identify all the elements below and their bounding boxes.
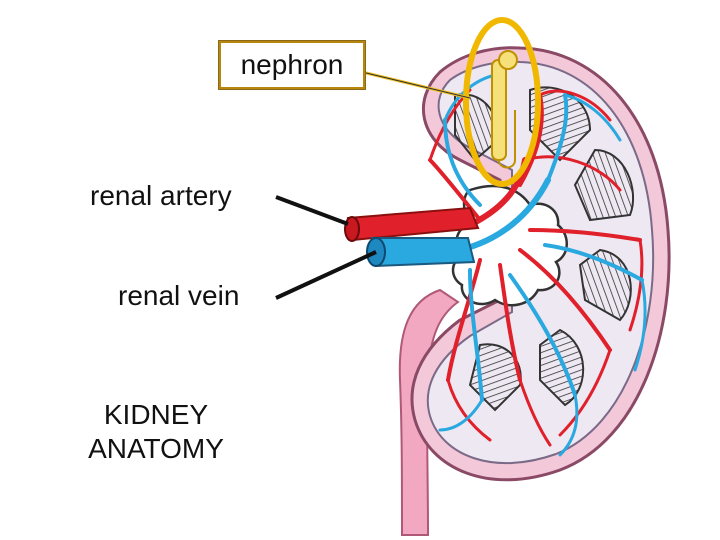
nephron-label: nephron <box>218 40 366 90</box>
diagram-title-line2: ANATOMY <box>88 433 224 464</box>
renal-artery-leader-line <box>275 195 349 226</box>
veins <box>438 73 647 457</box>
diagram-title: KIDNEY ANATOMY <box>76 398 236 466</box>
renal-vein-vessel <box>370 237 476 268</box>
renal-artery-opening <box>344 216 360 242</box>
diagram-title-line1: KIDNEY <box>103 399 209 430</box>
renal-vein-leader-line <box>275 250 377 300</box>
nephron-leader-line-inner <box>361 71 471 99</box>
nephron-highlight-ring <box>463 17 541 187</box>
nephron-structure <box>491 50 518 169</box>
renal-artery-label: renal artery <box>90 180 232 211</box>
renal-vein-label: renal vein <box>118 280 240 311</box>
